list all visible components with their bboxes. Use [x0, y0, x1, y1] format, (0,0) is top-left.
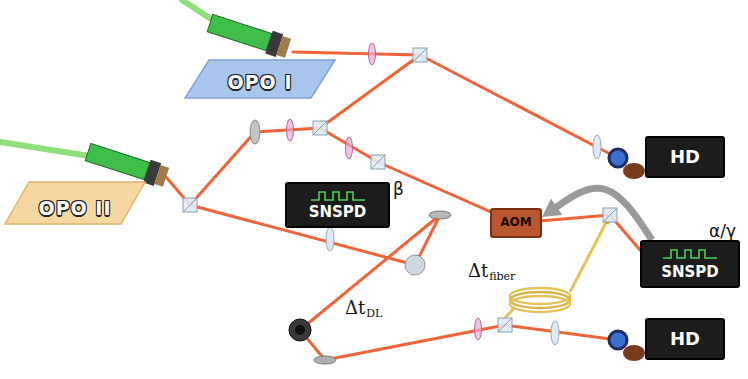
fiber-coil [510, 292, 570, 308]
wave-plate [287, 119, 294, 141]
mirror [314, 356, 336, 364]
photodiode-housing [623, 345, 645, 361]
feedforward-arrow [554, 188, 652, 240]
mirror [250, 120, 260, 144]
aom-box: AOM [490, 208, 542, 238]
laser-beam [320, 55, 420, 128]
crystal-mount [154, 165, 169, 187]
photodiode [609, 149, 627, 167]
detector-channel: β [393, 180, 404, 199]
platform-shape [5, 182, 145, 224]
fiber [505, 307, 515, 318]
laser-beam [190, 205, 618, 360]
lenses [326, 135, 601, 345]
lens [551, 321, 559, 345]
photodiode-housing [623, 163, 645, 179]
delay-symbol: Δt [468, 262, 488, 280]
splitter-diagonal [183, 198, 197, 212]
homodyne-detector: HD [645, 318, 725, 360]
crystal-mount [276, 36, 291, 58]
lens [326, 227, 334, 251]
splitter-diagonal [498, 318, 512, 332]
pulse-icon [663, 248, 717, 260]
node-label: OPO I [228, 72, 293, 93]
beam-splitter [183, 198, 197, 212]
beam-splitters [183, 48, 617, 332]
splitter-diagonal [413, 48, 427, 62]
lens [593, 135, 601, 159]
node-label: OPO II [39, 198, 112, 219]
mirror [405, 255, 425, 275]
splitter-diagonal [371, 155, 385, 169]
wave-plate [475, 318, 482, 340]
laser-beams [166, 52, 640, 360]
delay-subscript: fiber [489, 271, 515, 282]
fiber-coil [510, 296, 570, 312]
node-label: SNSPD [661, 264, 719, 281]
node-label: AOM [500, 216, 531, 229]
mirror [429, 211, 451, 219]
detector-channel: α/γ [709, 222, 736, 241]
splitter-diagonals [183, 48, 617, 332]
beam-splitter [413, 48, 427, 62]
beam-splitter [498, 318, 512, 332]
platform-shape [185, 60, 335, 98]
pulse-trace [663, 250, 717, 258]
retro-mirror [289, 319, 311, 341]
crystal [85, 143, 150, 179]
opo-platform: OPO I [185, 60, 335, 98]
fiber [570, 215, 610, 292]
pump-beam [0, 142, 96, 157]
pulse-trace [311, 192, 365, 200]
splitter-diagonal [313, 121, 327, 135]
homodyne-detector: HD [645, 136, 725, 178]
node-label: SNSPD [309, 204, 367, 221]
node-label: HD [670, 147, 700, 167]
beam-splitter [313, 121, 327, 135]
wave-plate [369, 43, 376, 65]
snspd-detector: SNSPDα/γ [640, 240, 740, 288]
delay-symbol: Δt [345, 299, 365, 317]
node-label: HD [670, 329, 700, 349]
snspd-detector: SNSPDβ [285, 182, 390, 228]
beam-splitter [371, 155, 385, 169]
crystal [207, 14, 272, 50]
opo-platform: OPO II [5, 182, 145, 224]
splitter-diagonal [603, 208, 617, 222]
pulse-icon [311, 190, 365, 202]
photodiode [609, 331, 627, 349]
delay-subscript: DL [366, 308, 382, 319]
beam-splitter [603, 208, 617, 222]
wave-plate [346, 137, 353, 159]
retro-mirror [295, 325, 305, 335]
opo-crystal [206, 12, 291, 60]
